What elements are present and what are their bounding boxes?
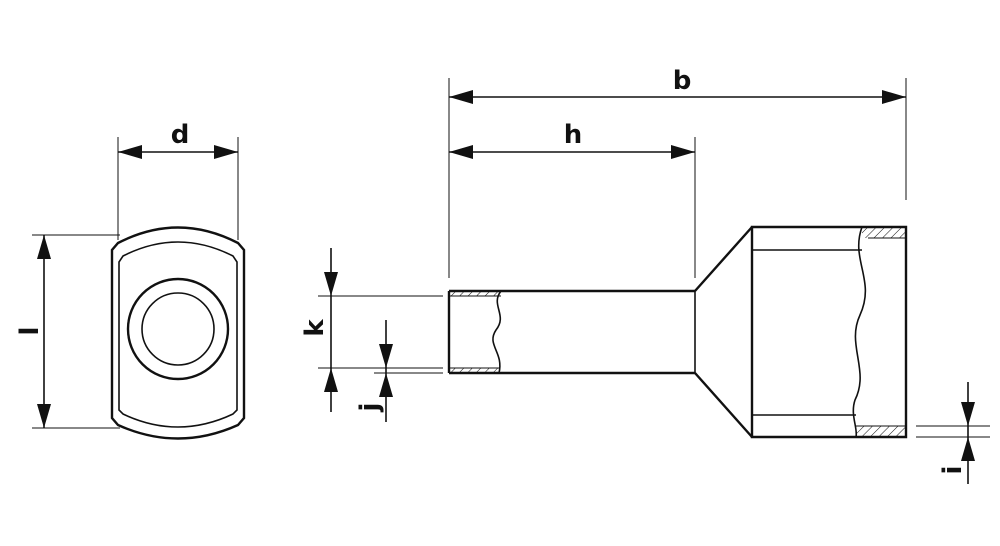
dimension-k: k — [300, 248, 443, 412]
end-view — [110, 226, 246, 440]
end-view-inner-outline — [118, 241, 238, 428]
metal-sleeve-outline — [447, 289, 695, 375]
label-h: h — [564, 120, 583, 150]
dimension-d: d — [117, 120, 239, 240]
label-b: b — [673, 66, 692, 96]
insulating-collar-outline — [750, 225, 908, 439]
wire-entry-outer-circle — [126, 277, 230, 381]
wire-entry-inner-circle — [141, 292, 215, 366]
label-j: j — [355, 403, 385, 413]
label-i: i — [938, 466, 968, 475]
dimension-i: i — [916, 382, 990, 484]
dimension-l: l — [15, 234, 120, 429]
label-l: l — [15, 327, 45, 336]
label-d: d — [171, 120, 190, 150]
insulating-collar-cone — [694, 226, 753, 438]
label-k: k — [300, 319, 330, 337]
dimension-b: b — [449, 66, 907, 200]
end-view-outline — [110, 226, 246, 440]
dimension-j: j — [355, 320, 443, 422]
side-view — [447, 225, 908, 439]
dimension-h: h — [448, 78, 696, 278]
